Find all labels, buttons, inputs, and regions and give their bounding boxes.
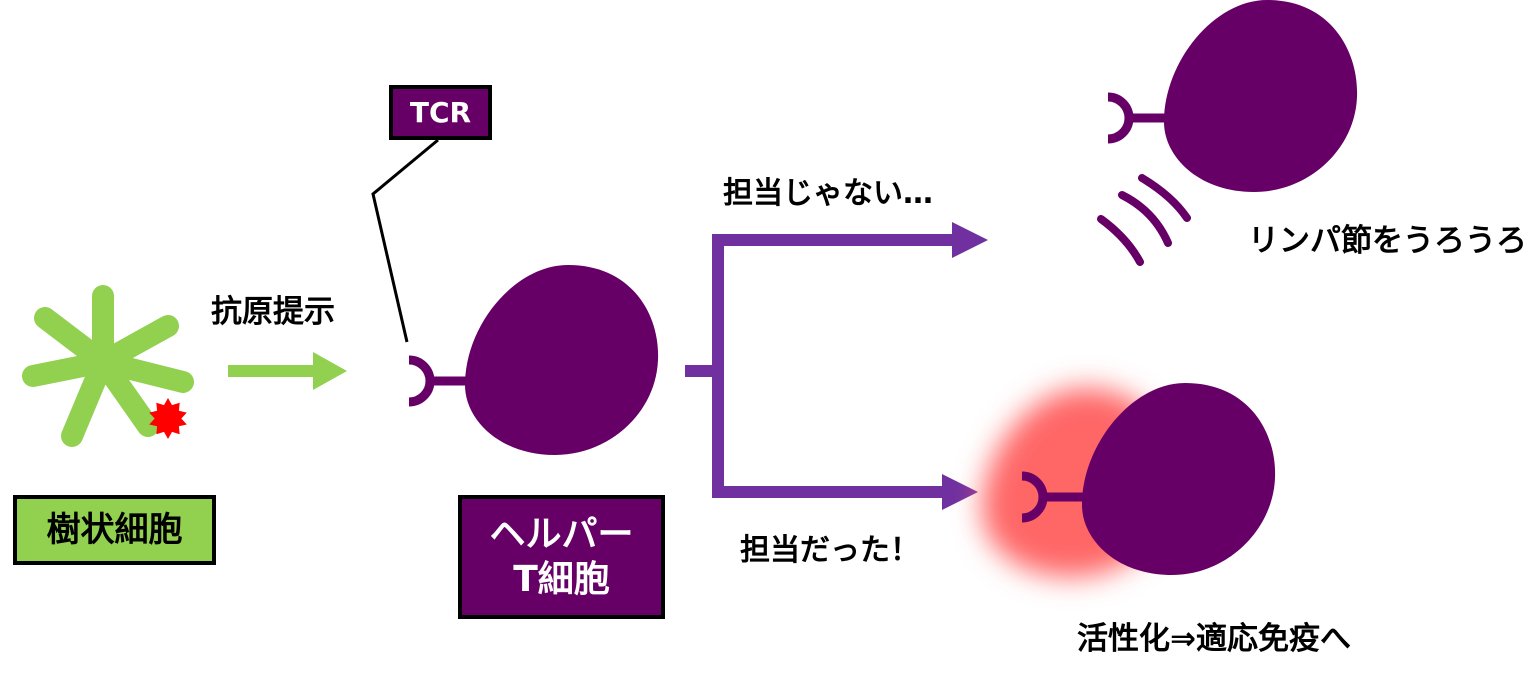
antigen-presentation-label: 抗原提示	[211, 294, 335, 330]
antigen-presentation-arrow	[228, 352, 347, 390]
motion-lines-icon	[1097, 174, 1191, 266]
branch-arrows	[685, 222, 988, 510]
wandering-t-cell-icon	[1107, 0, 1358, 192]
tcr-label-box: TCR	[389, 85, 492, 140]
not-responsible-label: 担当じゃない…	[723, 176, 933, 211]
helper-t-cell-label-box: ヘルパー T細胞	[458, 495, 665, 619]
helper-t-cell-label-line2: T細胞	[513, 559, 610, 600]
antigen-burst-icon	[149, 398, 187, 439]
activation-label: 活性化⇒適応免疫へ	[1077, 621, 1351, 657]
dendritic-cell-label: 樹状細胞	[46, 509, 183, 550]
helper-t-cell-icon	[408, 265, 659, 455]
dendritic-cell-label-box: 樹状細胞	[13, 495, 216, 565]
tcr-label: TCR	[409, 96, 472, 129]
wander-label: リンパ節をうろうろ	[1248, 223, 1527, 259]
responsible-label: 担当だった！	[740, 533, 920, 568]
helper-t-cell-label-line1: ヘルパー	[489, 514, 634, 555]
dendritic-cell-icon	[22, 285, 194, 447]
tcr-callout-line	[371, 138, 439, 343]
activated-t-cell-icon	[982, 383, 1276, 577]
